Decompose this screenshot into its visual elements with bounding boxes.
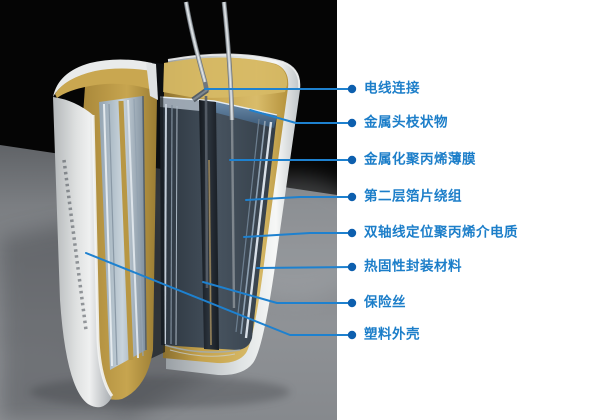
contact-shadow: [30, 376, 290, 408]
shell-print-marks: [62, 159, 88, 331]
capacitor-cutaway-illustration: [0, 0, 337, 420]
callout-dot-plastic-case: [347, 330, 357, 340]
callout-dot-thermoset: [347, 262, 357, 272]
curl-right-edge: [146, 62, 158, 100]
capacitor-left-half: [53, 59, 158, 408]
callout-dot-metallized-film: [347, 155, 357, 165]
callout-label-fuse: 保险丝: [364, 294, 406, 311]
wire-crimp-highlight: [192, 89, 208, 101]
callout-label-metal-head: 金属头枝状物: [364, 114, 448, 131]
foil-stripe: [164, 103, 167, 345]
right-wire-highlight: [223, 1, 233, 121]
callout-label-metallized-film: 金属化聚丙烯薄膜: [364, 151, 476, 168]
callout-dot-wire-connection: [347, 84, 357, 94]
callout-dot-metal-head: [347, 118, 357, 128]
callout-label-dielectric: 双轴线定位聚丙烯介电质: [364, 224, 518, 241]
bottom-wrap-arc: [169, 349, 236, 357]
callout-label-plastic-case: 塑料外壳: [364, 326, 420, 343]
capacitor-scene: [0, 0, 337, 420]
shell-rim-highlight: [167, 53, 301, 89]
potting-top-cap: [163, 57, 288, 98]
shell-cut-rim: [91, 114, 114, 397]
callout-label-wire-connection: 电线连接: [364, 80, 420, 97]
bottom-wrap-arc: [164, 344, 241, 353]
left-wire-lower: [204, 95, 209, 289]
callout-dot-second-foil: [347, 192, 357, 202]
callout-label-second-foil: 第二层箔片绕组: [364, 188, 462, 205]
callout-dot-fuse: [347, 298, 357, 308]
lead-wires: [183, 1, 236, 309]
curl-inner-yellow: [55, 68, 153, 98]
callout-dot-dielectric: [347, 228, 357, 238]
callout-label-thermoset: 热固性封装材料: [364, 258, 462, 275]
left-wire-highlight: [185, 1, 206, 83]
